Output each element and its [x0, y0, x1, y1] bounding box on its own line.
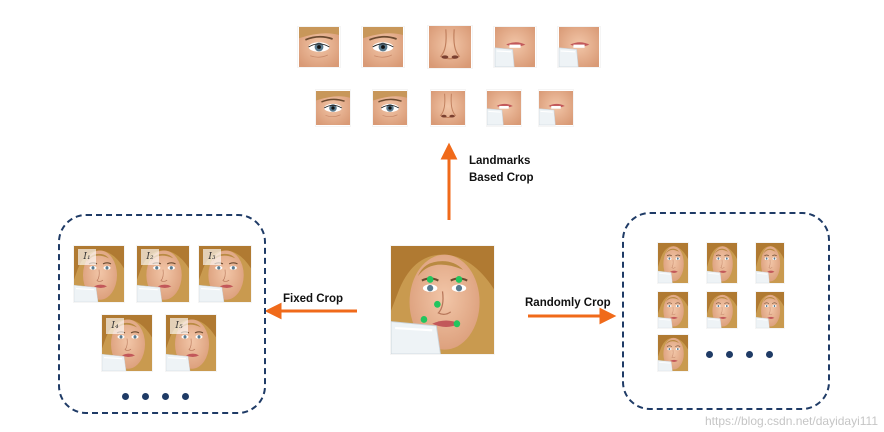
landmark-points	[420, 276, 463, 328]
crop-tag: I₄	[106, 318, 124, 334]
eye-crop-icon	[298, 27, 340, 67]
eye-crop-icon	[316, 90, 350, 126]
crop-tag: I₁	[78, 249, 96, 265]
crop-tag: I₂	[141, 249, 159, 265]
random-crop-3	[756, 243, 784, 283]
random-crop-7	[658, 335, 688, 371]
fixed-crop-4: I₄	[102, 315, 152, 371]
random-crop-2	[707, 243, 737, 283]
more-indicator	[122, 393, 189, 400]
eye-crop-icon	[362, 27, 404, 67]
random-crop-box	[622, 212, 830, 410]
nose-crop-icon	[431, 90, 465, 126]
fixed-crop-1: I₁	[74, 246, 124, 302]
landmark-crop-nose-small	[431, 90, 465, 126]
arrow-up-head	[440, 142, 458, 160]
mouth-crop-icon	[487, 90, 521, 126]
face-image	[756, 243, 784, 283]
landmark-nose	[434, 300, 441, 308]
fixed-crop-label: Fixed Crop	[283, 293, 344, 305]
landmark-crop-eye-right-small	[373, 90, 407, 126]
face-image	[658, 292, 688, 328]
random-crop-6	[756, 292, 784, 328]
landmarks-based-crop-label: Landmarks Based Crop	[469, 155, 534, 184]
crop-tag: I₃	[203, 249, 221, 265]
crop-tag: I₅	[170, 318, 188, 334]
more-indicator	[706, 351, 773, 358]
landmark-mouth-left	[420, 315, 428, 323]
eye-crop-icon	[373, 90, 407, 126]
fixed-crop-box	[58, 214, 266, 414]
random-crop-1	[658, 243, 688, 283]
landmark-crop-mouth-right	[558, 27, 600, 67]
landmark-right-eye	[455, 276, 463, 283]
face-image	[756, 292, 784, 328]
fixed-crop-2: I₂	[137, 246, 189, 302]
landmark-left-eye	[426, 276, 434, 283]
landmark-crop-eye-left	[298, 27, 340, 67]
nose-crop-icon	[428, 26, 472, 68]
random-crop-5	[707, 292, 737, 328]
fixed-crop-3: I₃	[199, 246, 251, 302]
face-image	[707, 243, 737, 283]
landmark-crop-eye-right	[362, 27, 404, 67]
landmark-mouth-right	[453, 320, 461, 328]
mouth-crop-icon	[494, 27, 536, 67]
random-crop-4	[658, 292, 688, 328]
fixed-crop-5: I₅	[166, 315, 216, 371]
watermark: https://blog.csdn.net/dayidayi111	[704, 414, 878, 428]
landmark-crop-mouth-left-small	[487, 90, 521, 126]
mouth-crop-icon	[539, 90, 573, 126]
mouth-crop-icon	[558, 27, 600, 67]
face-image	[658, 335, 688, 371]
arrow-left-head	[264, 302, 282, 320]
landmark-crop-nose	[428, 26, 472, 68]
randomly-crop-label: Randomly Crop	[525, 297, 611, 309]
landmark-crop-eye-left-small	[316, 90, 350, 126]
face-image	[658, 243, 688, 283]
source-face-image	[391, 246, 494, 354]
landmark-crop-mouth-left	[494, 27, 536, 67]
face-image	[391, 246, 494, 354]
landmark-crop-mouth-right-small	[539, 90, 573, 126]
face-image	[707, 292, 737, 328]
